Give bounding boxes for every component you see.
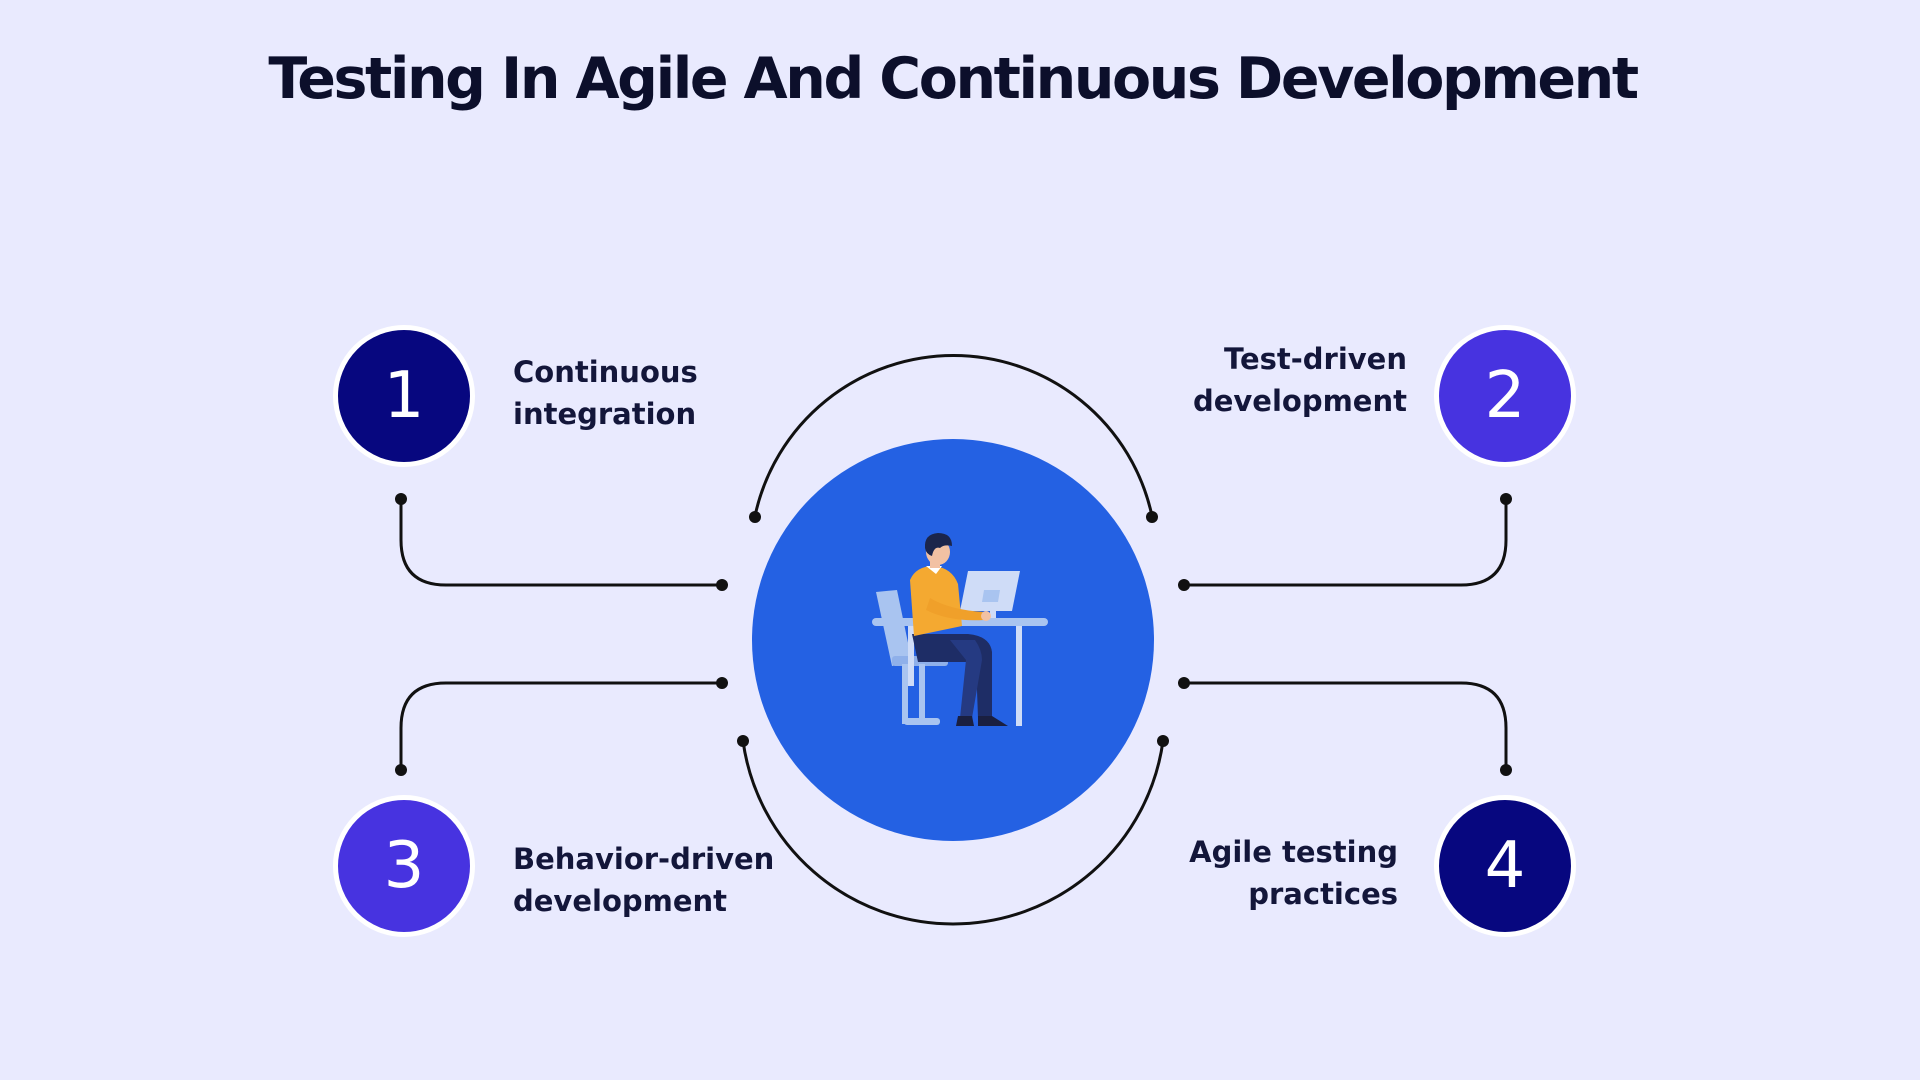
step-2-label-line1: Test-driven: [1224, 342, 1407, 376]
step-2-label-line2: development: [1192, 384, 1407, 418]
step-4-label-line2: practices: [1248, 877, 1398, 911]
connector-dot: [395, 493, 407, 505]
arc-dot: [1146, 511, 1158, 523]
step-1-circle: 1: [333, 325, 475, 467]
step-4-label: Agile testing practices: [1189, 831, 1398, 915]
connector-dot: [1500, 493, 1512, 505]
step-3-circle: 3: [333, 795, 475, 937]
arc-dot: [1157, 735, 1169, 747]
arc-dot: [749, 511, 761, 523]
step-4-label-line1: Agile testing: [1189, 835, 1398, 869]
top-arc: [753, 354, 1154, 517]
step-1-number: 1: [383, 359, 425, 433]
step-3-label: Behavior-driven development: [513, 838, 774, 922]
step-1-label-line1: Continuous: [513, 355, 698, 389]
step-2-label: Test-driven development: [1193, 338, 1407, 422]
connector-3: [399, 681, 722, 770]
person-at-computer-desk-icon: [872, 533, 1048, 726]
connector-dot: [716, 677, 728, 689]
step-3-label-line2: development: [513, 884, 728, 918]
connector-dot: [1500, 764, 1512, 776]
connector-dot: [1178, 579, 1190, 591]
arc-dot: [737, 735, 749, 747]
step-1-label-line2: integration: [513, 397, 697, 431]
diagram-title: Testing In Agile And Continuous Developm…: [268, 46, 1639, 112]
step-1-label: Continuous integration: [513, 351, 698, 435]
connector-dot: [1178, 677, 1190, 689]
bottom-arc: [741, 740, 1165, 926]
step-2-circle: 2: [1434, 325, 1576, 467]
connector-4: [1184, 681, 1508, 770]
step-4-circle: 4: [1434, 795, 1576, 937]
step-4-number: 4: [1484, 829, 1526, 903]
step-3-label-line1: Behavior-driven: [513, 842, 775, 876]
step-3-number: 3: [383, 829, 425, 903]
connector-dot: [395, 764, 407, 776]
connector-1: [399, 499, 722, 587]
connector-dot: [716, 579, 728, 591]
step-2-number: 2: [1484, 359, 1526, 433]
connector-2: [1184, 499, 1508, 587]
